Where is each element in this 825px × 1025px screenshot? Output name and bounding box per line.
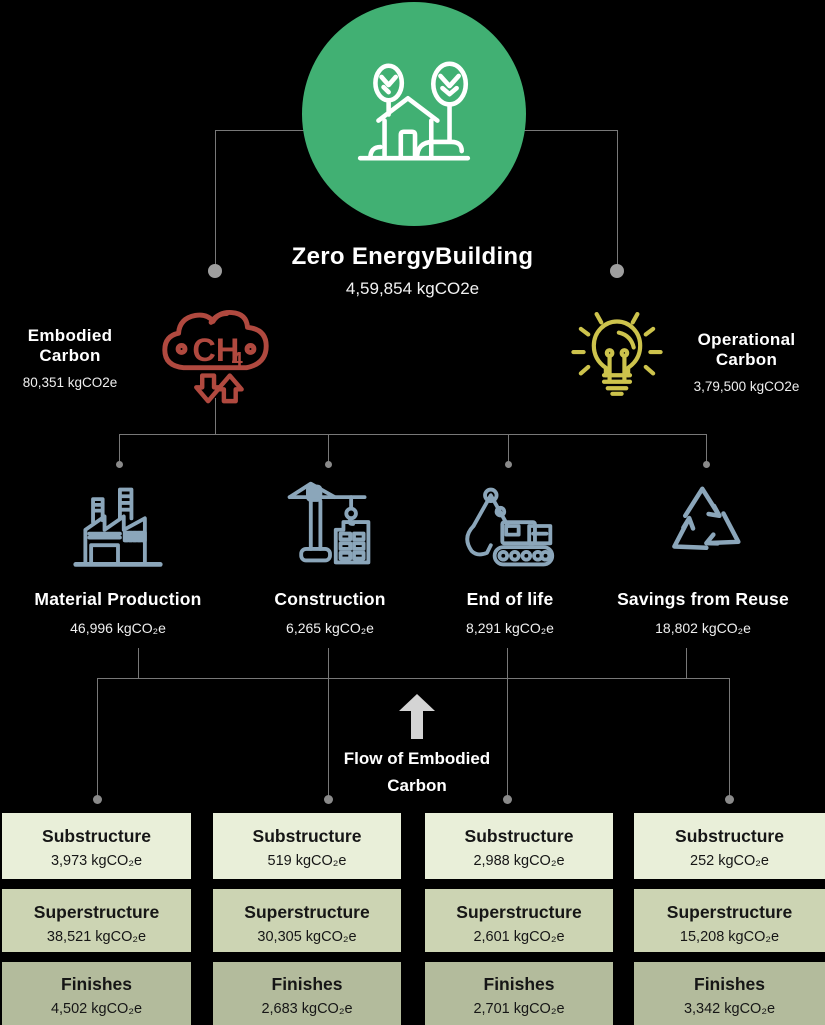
box-title: Substructure (464, 826, 574, 846)
connector-top-left-vertical (215, 130, 216, 268)
connector-stage-drop (328, 434, 329, 464)
box-value: 2,683 kgCO₂e (261, 1001, 353, 1017)
stage-end-of-life: End of life 8,291 kgCO₂e (405, 589, 615, 636)
connector-dot (503, 795, 512, 804)
flow-note-line2: Carbon (387, 776, 447, 795)
box-col1-substructure: Substructure 3,973 kgCO₂e (2, 813, 191, 879)
connector-box-drop (729, 678, 730, 798)
connector-dot (93, 795, 102, 804)
box-col3-superstructure: Superstructure 2,601 kgCO₂e (425, 889, 613, 952)
connector-dot (208, 264, 222, 278)
box-title: Finishes (61, 974, 132, 994)
box-col3-finishes: Finishes 2,701 kgCO₂e (425, 962, 613, 1025)
connector-stage-drop (508, 434, 509, 464)
stage-construction: Construction 6,265 kgCO₂e (225, 589, 435, 636)
connector-stages-bus (119, 434, 707, 435)
embodied-carbon-block: Embodied Carbon 80,351 kgCO2e (0, 326, 140, 390)
box-value: 30,305 kgCO₂e (257, 929, 357, 945)
factory-icon (73, 487, 163, 567)
stage-value: 46,996 kgCO₂e (70, 620, 166, 636)
box-col1-finishes: Finishes 4,502 kgCO₂e (2, 962, 191, 1025)
ch4-gas-text: CH (192, 332, 239, 368)
connector-stub (138, 648, 139, 678)
connector-dot (703, 461, 710, 468)
root-title: Zero EnergyBuilding (291, 243, 534, 270)
connector-stage-drop (706, 434, 707, 464)
box-title: Finishes (483, 974, 555, 994)
ch4-gas-subscript: 4 (232, 349, 243, 371)
box-col4-substructure: Substructure 252 kgCO₂e (634, 813, 825, 879)
connector-boxes-bus (97, 678, 730, 679)
connector-dot (116, 461, 123, 468)
stage-value: 6,265 kgCO₂e (286, 620, 374, 636)
connector-stage-drop (119, 434, 120, 464)
embodied-carbon-value: 80,351 kgCO2e (22, 375, 118, 390)
box-col4-finishes: Finishes 3,342 kgCO₂e (634, 962, 825, 1025)
stage-label: Construction (274, 589, 386, 609)
flow-up-arrow-stem (411, 710, 423, 739)
box-col1-superstructure: Superstructure 38,521 kgCO₂e (2, 889, 191, 952)
connector-dot (610, 264, 624, 278)
connector-dot (325, 461, 332, 468)
box-value: 252 kgCO₂e (690, 853, 769, 869)
connector-stub (328, 648, 329, 798)
operational-carbon-block: Operational Carbon 3,79,500 kgCO2e (668, 330, 825, 394)
embodied-carbon-label: Embodied Carbon (27, 326, 113, 365)
box-value: 519 kgCO₂e (267, 853, 347, 869)
operational-carbon-value: 3,79,500 kgCO2e (693, 379, 800, 394)
box-title: Substructure (42, 826, 151, 846)
box-value: 15,208 kgCO₂e (679, 929, 780, 945)
connector-stub (686, 648, 687, 678)
building-circle (302, 2, 526, 226)
box-value: 2,601 kgCO₂e (473, 929, 565, 945)
excavator-icon (465, 487, 555, 567)
box-title: Finishes (694, 974, 765, 994)
box-value: 3,973 kgCO₂e (50, 853, 143, 869)
connector-dot (324, 795, 333, 804)
stage-label: Savings from Reuse (617, 589, 789, 609)
connector-box-drop (97, 678, 98, 798)
stage-value: 18,802 kgCO₂e (655, 620, 751, 636)
box-title: Finishes (271, 974, 343, 994)
box-col2-finishes: Finishes 2,683 kgCO₂e (213, 962, 401, 1025)
box-title: Substructure (252, 826, 362, 846)
box-value: 4,502 kgCO₂e (50, 1001, 143, 1017)
operational-carbon-label: Operational Carbon (697, 330, 796, 369)
box-col2-substructure: Substructure 519 kgCO₂e (213, 813, 401, 879)
box-col4-superstructure: Superstructure 15,208 kgCO₂e (634, 889, 825, 952)
recycle-icon (672, 486, 741, 551)
stage-savings-from-reuse: Savings from Reuse 18,802 kgCO₂e (598, 589, 808, 636)
box-title: Superstructure (244, 902, 370, 922)
flow-up-arrow-icon (399, 694, 435, 711)
box-value: 2,988 kgCO₂e (473, 853, 565, 869)
connector-stub (507, 648, 508, 798)
connector-dot (725, 795, 734, 804)
box-value: 38,521 kgCO₂e (46, 929, 147, 945)
building-icon (357, 61, 471, 161)
crane-icon (287, 481, 371, 565)
box-col3-substructure: Substructure 2,988 kgCO₂e (425, 813, 613, 879)
box-title: Superstructure (666, 902, 793, 922)
stage-material-production: Material Production 46,996 kgCO₂e (13, 589, 223, 636)
box-title: Superstructure (456, 902, 582, 922)
box-col2-superstructure: Superstructure 30,305 kgCO₂e (213, 889, 401, 952)
flow-note-line1: Flow of Embodied (343, 749, 491, 768)
box-title: Substructure (675, 826, 784, 846)
stage-label: End of life (466, 589, 554, 609)
box-title: Superstructure (33, 902, 160, 922)
connector-embodied-down (215, 398, 216, 434)
stage-value: 8,291 kgCO₂e (466, 620, 554, 636)
lightbulb-icon (571, 311, 663, 396)
ch4-cloud-icon: CH 4 (162, 309, 269, 404)
stage-label: Material Production (34, 589, 202, 609)
flow-note: Flow of Embodied Carbon (317, 745, 517, 799)
root-value: 4,59,854 kgCO2e (345, 279, 480, 298)
connector-dot (505, 461, 512, 468)
box-value: 2,701 kgCO₂e (473, 1001, 565, 1017)
connector-top-right-vertical (617, 130, 618, 268)
box-value: 3,342 kgCO₂e (683, 1001, 776, 1017)
